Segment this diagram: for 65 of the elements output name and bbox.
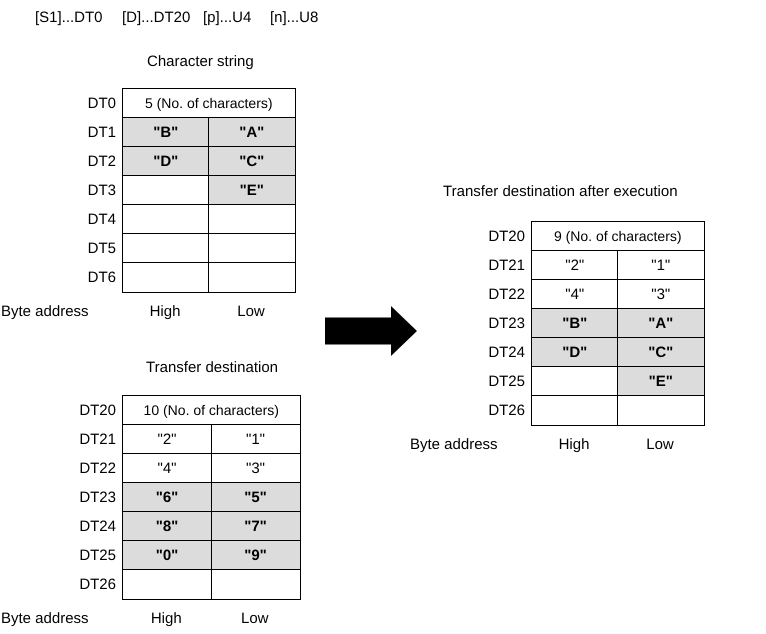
address-label: DT21 [488, 256, 525, 274]
data-cell: "9" [210, 540, 300, 570]
address-label: DT25 [488, 372, 525, 390]
data-cell: "E" [208, 175, 296, 206]
column-label: Low [237, 303, 265, 321]
data-cell: "6" [122, 482, 212, 512]
data-cell: "1" [210, 424, 300, 454]
arrow [325, 306, 417, 356]
address-label: DT26 [79, 576, 116, 594]
address-label: DT0 [88, 94, 116, 112]
column-label: High [558, 436, 590, 454]
table-title: Character string [147, 53, 254, 71]
data-cell: "2" [531, 250, 618, 280]
data-cell: "D" [531, 337, 618, 368]
operand-label: [n]...U8 [270, 9, 318, 27]
address-label: DT4 [88, 210, 116, 228]
data-cell: "4" [122, 453, 212, 484]
data-cell: "3" [210, 453, 300, 484]
address-label: DT2 [88, 152, 116, 170]
data-cell: "C" [208, 146, 296, 176]
data-cell: "0" [122, 540, 212, 570]
data-cell: "A" [208, 117, 296, 148]
address-label: DT21 [79, 430, 116, 448]
data-cell: "8" [122, 511, 212, 542]
data-cell: "4" [531, 279, 618, 310]
address-label: DT20 [488, 228, 525, 246]
address-label: DT25 [79, 546, 116, 564]
address-label: DT23 [488, 314, 525, 332]
operand-label: [S1]...DT0 [35, 9, 103, 27]
column-label: High [150, 610, 182, 628]
data-cell: "2" [122, 424, 212, 454]
address-label: DT1 [88, 124, 116, 142]
column-label: Low [646, 436, 674, 454]
table-title: Transfer destination after execution [443, 183, 678, 201]
column-label: Byte address [1, 610, 89, 628]
address-label: DT3 [88, 182, 116, 200]
data-cell: "3" [617, 279, 704, 310]
address-label: DT22 [79, 460, 116, 478]
data-cell: "A" [617, 308, 704, 338]
data-cell: "7" [210, 511, 300, 542]
column-label: Byte address [410, 436, 498, 454]
data-cell: "C" [617, 337, 704, 368]
data-cell: "E" [617, 366, 704, 396]
count-cell: 5 (No. of characters) [122, 88, 296, 118]
column-label: High [150, 303, 180, 321]
address-label: DT6 [88, 268, 116, 286]
address-label: DT26 [488, 402, 525, 420]
table-title: Transfer destination [146, 359, 278, 377]
address-label: DT24 [488, 344, 525, 362]
column-label: Byte address [1, 303, 89, 321]
address-label: DT5 [88, 240, 116, 258]
data-cell: "5" [210, 482, 300, 512]
data-cell: "1" [617, 250, 704, 280]
column-label: Low [240, 610, 269, 628]
operand-label: [p]...U4 [203, 9, 252, 27]
data-cell: "B" [531, 308, 618, 338]
operand-label: [D]...DT20 [122, 9, 190, 27]
address-label: DT22 [488, 286, 525, 304]
count-cell: 9 (No. of characters) [531, 221, 704, 252]
address-label: DT23 [79, 488, 116, 506]
address-label: DT24 [79, 518, 116, 536]
address-label: DT20 [79, 402, 116, 420]
data-cell: "D" [122, 146, 210, 176]
count-cell: 10 (No. of characters) [122, 395, 300, 426]
data-cell: "B" [122, 117, 210, 148]
